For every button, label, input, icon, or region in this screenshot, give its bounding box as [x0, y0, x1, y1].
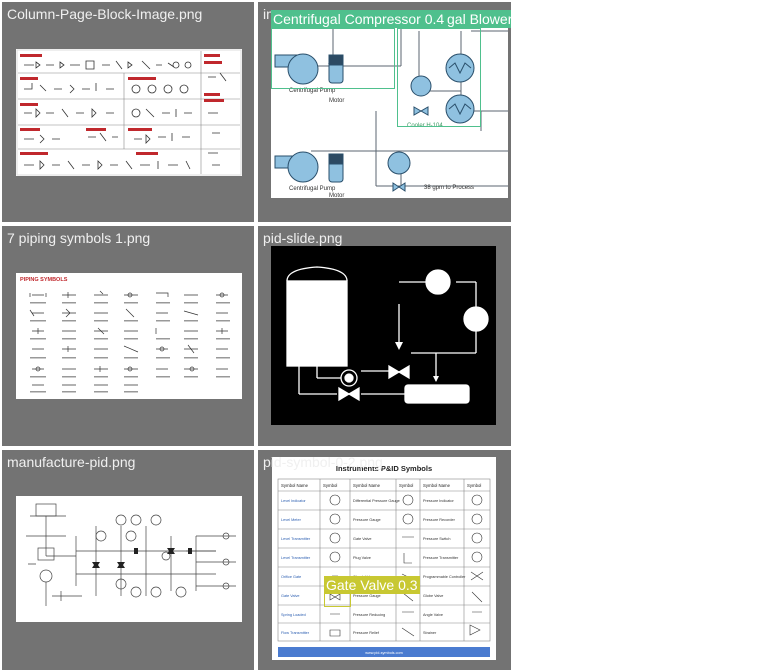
pid-slide-graphic: [286, 266, 489, 404]
gallery-tile-1[interactable]: Column-Page-Block-Image.png: [2, 2, 254, 222]
col3-row1: Differential Pressure Gauge: [353, 499, 400, 503]
tile-filename: 7 piping symbols 1.png: [7, 230, 151, 246]
col5-row2: Pressure Recorder: [423, 518, 456, 522]
col5-row7: Angle Valve: [423, 613, 443, 617]
header-symbol-name-1: Symbol Name: [281, 483, 309, 488]
col1-row2: Level Meter: [281, 518, 302, 522]
detection-label-gate-valve: Gate Valve 0.3: [324, 576, 420, 594]
tile-filename: manufacture-pid.png: [7, 454, 136, 470]
col5-row1: Pressure Indicator: [423, 499, 455, 503]
gallery-tile-4[interactable]: pid-slide.png: [258, 226, 511, 446]
table-footer: www.pid-symbols.com: [365, 651, 403, 655]
col1-row5: Orifice Gate: [281, 575, 301, 579]
gallery-tile-3[interactable]: 7 piping symbols 1.png PIPING SYMBOLS: [2, 226, 254, 446]
col1-row6: Gate Valve: [281, 594, 300, 598]
col3-row7: Pressure Reducing: [353, 613, 385, 617]
col3-row8: Pressure Relief: [353, 631, 380, 635]
piping-symbols-thumbnail: PIPING SYMBOLS: [16, 273, 242, 399]
col3-row4: Plug Valve: [353, 556, 371, 560]
manufacture-pid-graphic: [26, 503, 236, 606]
detection-box-compressor: [271, 28, 395, 89]
col1-row8: Flow Transmitter: [281, 631, 310, 635]
gallery-tile-6[interactable]: pid-symbol-0-2.png Instruments P&ID Symb…: [258, 450, 511, 670]
tile-filename: pid-slide.png: [263, 230, 343, 246]
col3-row3: Gate Valve: [353, 537, 372, 541]
header-symbol-name-2: Symbol Name: [353, 483, 381, 488]
col5-row3: Pressure Switch: [423, 537, 450, 541]
gallery-tile-5[interactable]: manufacture-pid.png: [2, 450, 254, 670]
col3-row6: Pressure Gauge: [353, 594, 381, 598]
motor-label: Motor: [329, 98, 344, 104]
motor-label-2: Motor: [329, 193, 344, 198]
col5-row8: Strainer: [423, 631, 437, 635]
pump-label: Centrifugal Pump: [289, 88, 336, 94]
manufacture-pid-thumbnail: [16, 496, 242, 622]
block-image-thumbnail: [16, 49, 242, 176]
header-symbol-2: Symbol: [399, 483, 413, 488]
instrument-symbols-thumbnail: Instruments P&ID Symbols Symbol Name: [272, 457, 496, 660]
header-symbol-1: Symbol: [323, 483, 337, 488]
col3-row2: Pressure Gauge: [353, 518, 381, 522]
table-title: Instruments P&ID Symbols: [336, 464, 432, 473]
col5-row5: Programmable Controller: [423, 575, 466, 579]
pid-slide-thumbnail: [271, 246, 496, 425]
col1-row1: Level Indicator: [281, 499, 306, 503]
piping-symbols-graphic: PIPING SYMBOLS: [20, 277, 230, 393]
col1-row4: Level Transmitter: [281, 556, 311, 560]
detection-box-blower: [397, 28, 481, 127]
piping-title: PIPING SYMBOLS: [20, 277, 68, 283]
symbol-chart-graphic: [16, 49, 242, 176]
tile-filename: pid-symbol-0-2.png: [263, 454, 383, 470]
col5-row6: Globe Valve: [423, 594, 443, 598]
header-symbol-3: Symbol: [467, 483, 481, 488]
col1-row3: Level Transmitter: [281, 537, 311, 541]
tile-filename: Column-Page-Block-Image.png: [7, 6, 203, 22]
detection-label-compressor: Centrifugal Compressor 0.4: [271, 10, 447, 28]
pid-diagram-thumbnail: Centrifugal Pump Motor Cooler H-104 Cent…: [271, 11, 508, 198]
col1-row7: Spring Loaded: [281, 613, 306, 617]
col5-row4: Pressure Transmitter: [423, 556, 459, 560]
pump-label-2: Centrifugal Pump: [289, 186, 336, 192]
instrument-symbols-table: Instruments P&ID Symbols Symbol Name: [277, 464, 491, 657]
flow-label: 38 gpm to Process: [424, 185, 474, 191]
header-symbol-name-3: Symbol Name: [423, 483, 451, 488]
gallery-tile-2[interactable]: image.png: [258, 2, 511, 222]
detection-label-blower: gal Blower 0.4: [445, 10, 511, 28]
